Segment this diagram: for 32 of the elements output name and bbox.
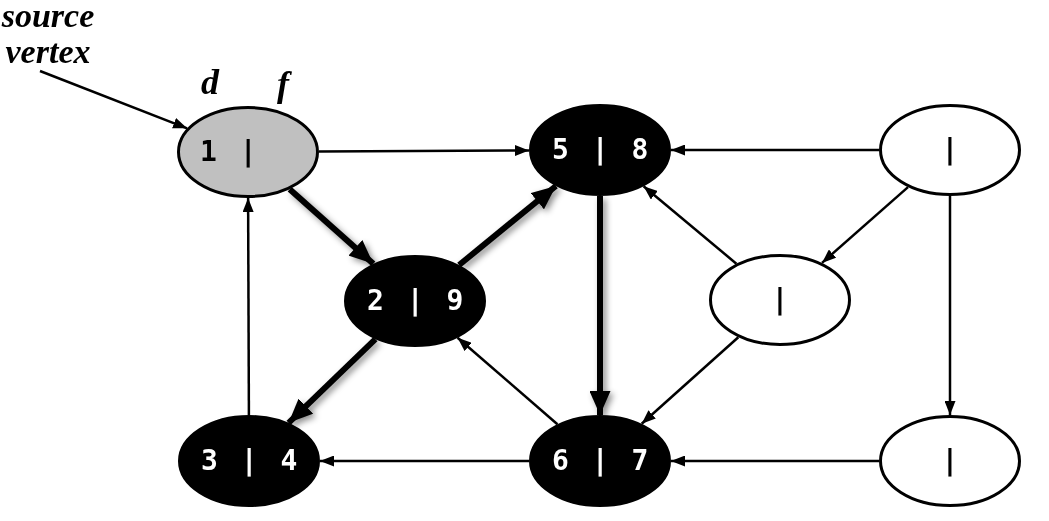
vertex-ellipse bbox=[529, 104, 671, 196]
vertex-time-label: | bbox=[771, 286, 789, 314]
arrow bbox=[39, 69, 188, 130]
vertex-time-label: 1 | bbox=[200, 138, 260, 166]
thick-arrow bbox=[457, 183, 558, 268]
arrow bbox=[242, 198, 254, 415]
arrow bbox=[320, 455, 529, 467]
vertex-ellipse bbox=[709, 254, 851, 346]
vertex-time-label: 5 | 8 bbox=[552, 136, 652, 164]
arrow bbox=[319, 145, 529, 156]
vertex-ellipse bbox=[178, 415, 320, 507]
vertex-time-label: 3 | 4 bbox=[201, 447, 301, 475]
column-header-label: d bbox=[201, 62, 219, 102]
vertex-ellipse bbox=[879, 104, 1021, 196]
vertex-time-label: 6 | 7 bbox=[552, 447, 652, 475]
arrow bbox=[640, 336, 740, 425]
vertex-time-label: | bbox=[941, 447, 959, 475]
vertex-ellipse bbox=[529, 415, 671, 507]
vertex-time-label: | bbox=[941, 136, 959, 164]
annotation-text: source vertex bbox=[0, 0, 96, 70]
thick-arrow bbox=[589, 196, 611, 415]
vertex-ellipse bbox=[177, 106, 319, 198]
vertex-time-label: 2 | 9 bbox=[367, 287, 467, 315]
thick-arrow bbox=[287, 186, 376, 267]
vertex-ellipse bbox=[344, 255, 486, 347]
arrow bbox=[671, 455, 879, 467]
arrow bbox=[671, 144, 879, 156]
arrow bbox=[456, 336, 559, 426]
vertex-ellipse bbox=[879, 415, 1021, 507]
arrow bbox=[944, 196, 956, 415]
arrow bbox=[642, 185, 738, 265]
arrow bbox=[821, 186, 909, 264]
